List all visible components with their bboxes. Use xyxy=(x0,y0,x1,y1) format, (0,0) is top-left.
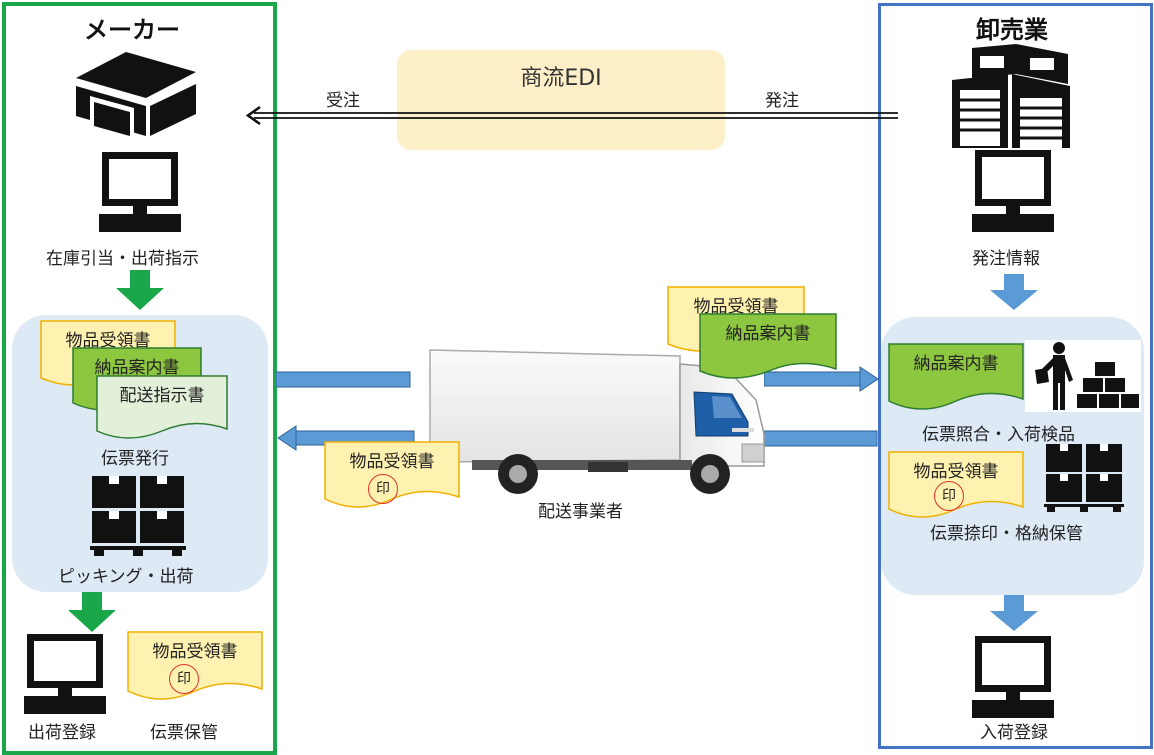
maker-computer-icon xyxy=(99,152,181,232)
carrier-delivery-guide-text: 納品案内書 xyxy=(725,324,811,344)
outbound-flow-left-bar xyxy=(276,371,411,388)
maker-delivery-guide-text: 納品案内書 xyxy=(94,358,180,378)
wholesaler-receipt-text: 物品受領書 xyxy=(913,462,999,482)
maker-shipping-instruction-text: 配送指示書 xyxy=(119,386,205,406)
maker-flow-arrow-1 xyxy=(116,270,164,310)
stock-allocation-label: 在庫引当・出荷指示 xyxy=(46,249,199,269)
order-info-label: 発注情報 xyxy=(972,249,1040,269)
wholesaler-boxes-pallet-icon xyxy=(1044,444,1124,512)
maker-flow-arrow-2 xyxy=(68,592,116,632)
wholesaler-flow-arrow-2 xyxy=(990,595,1038,631)
carrier-label: 配送事業者 xyxy=(538,502,623,522)
shipment-register-label: 出荷登録 xyxy=(28,723,96,743)
slip-storage-label: 伝票保管 xyxy=(150,723,218,743)
maker-stored-receipt-text: 物品受領書 xyxy=(152,642,238,662)
receive-order-label: 受注 xyxy=(326,91,360,111)
maker-register-computer-icon xyxy=(24,634,106,714)
edi-title: 商流EDI xyxy=(520,66,602,91)
worker-inspection-icon xyxy=(1025,340,1141,412)
carrier-receipt-text: 物品受領書 xyxy=(693,297,779,317)
wholesaler-panel xyxy=(878,3,1153,749)
outbound-flow-right-arrow xyxy=(764,366,879,392)
maker-receipt-text: 物品受領書 xyxy=(65,331,151,351)
place-order-label: 発注 xyxy=(765,91,799,111)
inspection-label: 伝票照合・入荷検品 xyxy=(922,425,1075,445)
carrier-return-receipt-doc: 物品受領書 印 xyxy=(324,441,460,509)
edi-box: 商流EDI xyxy=(397,50,725,150)
return-flow-right-bar xyxy=(760,430,878,447)
carrier-delivery-guide-doc: 納品案内書 xyxy=(699,313,837,379)
wholesaler-delivery-guide-text: 納品案内書 xyxy=(913,354,999,374)
maker-stored-receipt-doc: 物品受領書 印 xyxy=(127,631,263,701)
wholesaler-computer-icon xyxy=(972,150,1054,232)
wholesaler-delivery-guide-doc: 納品案内書 xyxy=(888,343,1024,411)
slip-issue-label: 伝票発行 xyxy=(101,449,169,469)
carrier-stamp: 印 xyxy=(368,474,398,504)
warehouse-icon xyxy=(950,44,1072,150)
factory-icon xyxy=(76,52,196,136)
arrival-register-label: 入荷登録 xyxy=(980,723,1048,743)
maker-boxes-pallet-icon xyxy=(90,476,186,556)
maker-stamp: 印 xyxy=(169,664,199,694)
maker-shipping-instruction-doc: 配送指示書 xyxy=(96,375,228,439)
wholesaler-register-computer-icon xyxy=(972,636,1054,718)
carrier-return-receipt-text: 物品受領書 xyxy=(349,452,435,472)
wholesaler-title: 卸売業 xyxy=(976,16,1048,44)
edi-order-arrow xyxy=(245,105,898,126)
wholesaler-stamp: 印 xyxy=(934,481,964,511)
wholesaler-receipt-doc: 物品受領書 印 xyxy=(888,451,1024,519)
picking-shipping-label: ピッキング・出荷 xyxy=(58,567,194,587)
maker-title: メーカー xyxy=(84,16,180,44)
stamp-storage-label: 伝票捺印・格納保管 xyxy=(930,524,1083,544)
wholesaler-flow-arrow-1 xyxy=(990,274,1038,310)
